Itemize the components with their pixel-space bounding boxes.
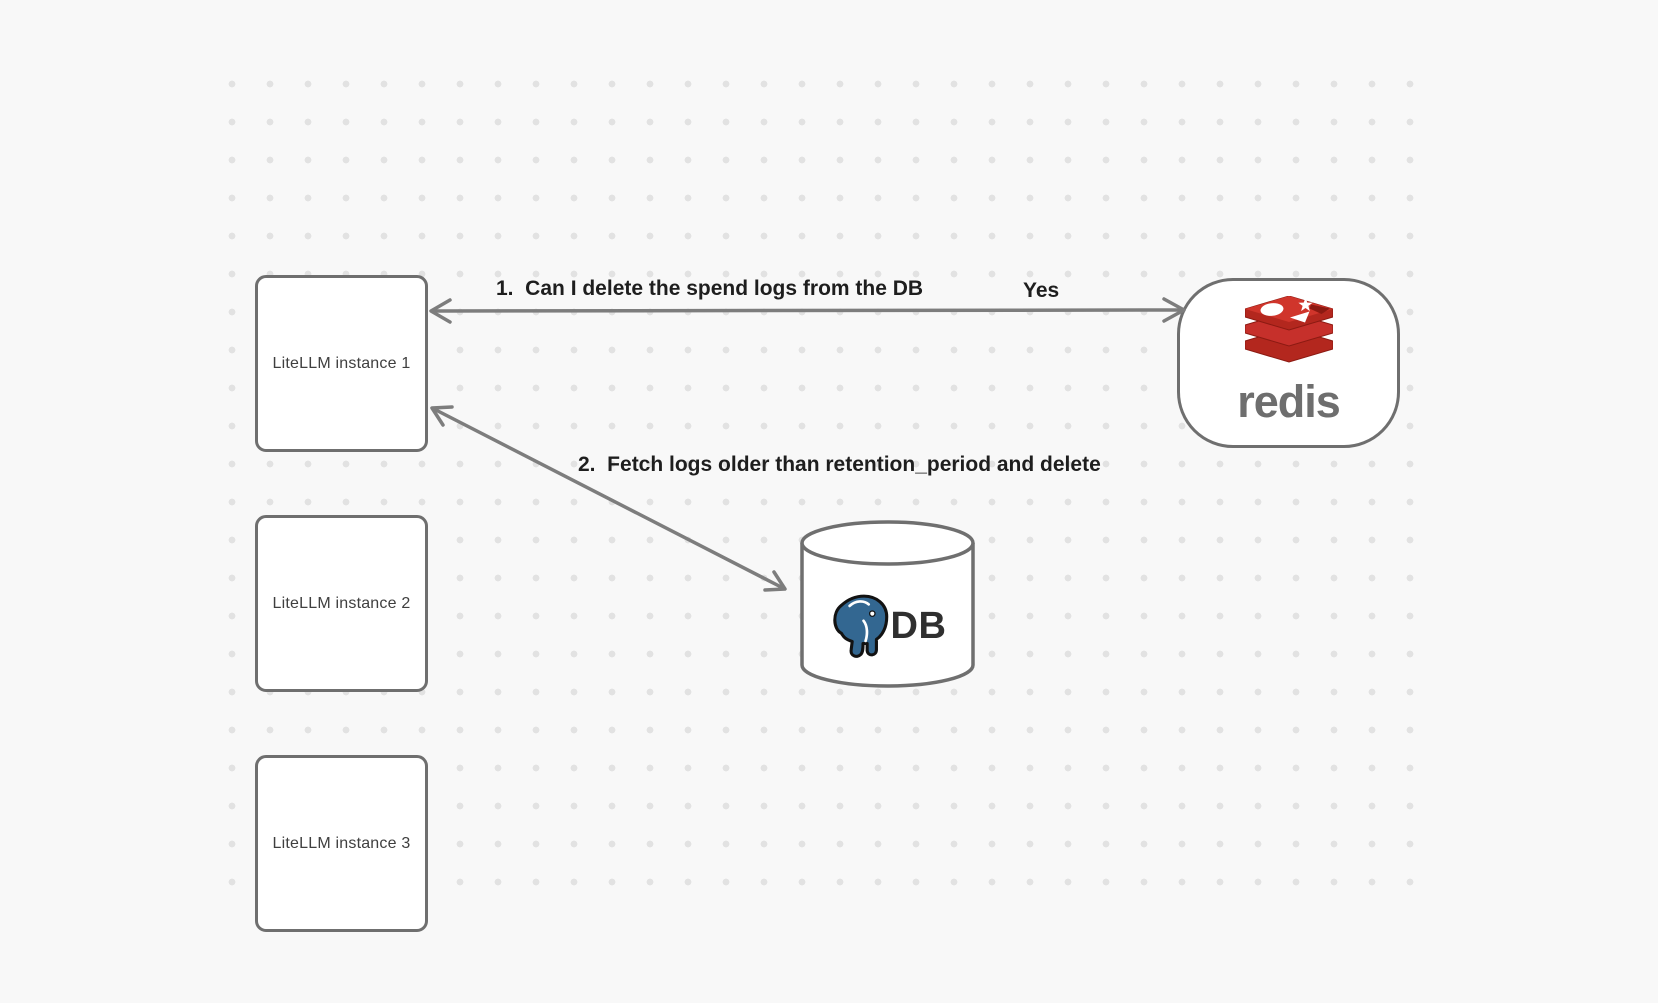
node-label: LiteLLM instance 1 (272, 354, 411, 372)
node-litellm-instance-1: LiteLLM instance 1 (255, 275, 428, 452)
edge-label-delete-spend-logs: 1. Can I delete the spend logs from the … (496, 277, 924, 300)
node-label: LiteLLM instance 3 (272, 834, 411, 852)
redis-logo-icon (1244, 296, 1333, 363)
edge-label-yes: Yes (1023, 279, 1060, 302)
db-label: DB (890, 604, 947, 647)
node-label: LiteLLM instance 2 (272, 594, 411, 612)
node-litellm-instance-2: LiteLLM instance 2 (255, 515, 428, 692)
node-redis: redis (1177, 278, 1400, 448)
redis-wordmark: redis (1237, 376, 1341, 427)
node-db: DB (800, 520, 975, 688)
postgresql-elephant-icon (832, 594, 888, 658)
node-litellm-instance-3: LiteLLM instance 3 (255, 755, 428, 932)
edge-label-fetch-logs: 2. Fetch logs older than retention_perio… (578, 453, 1101, 476)
